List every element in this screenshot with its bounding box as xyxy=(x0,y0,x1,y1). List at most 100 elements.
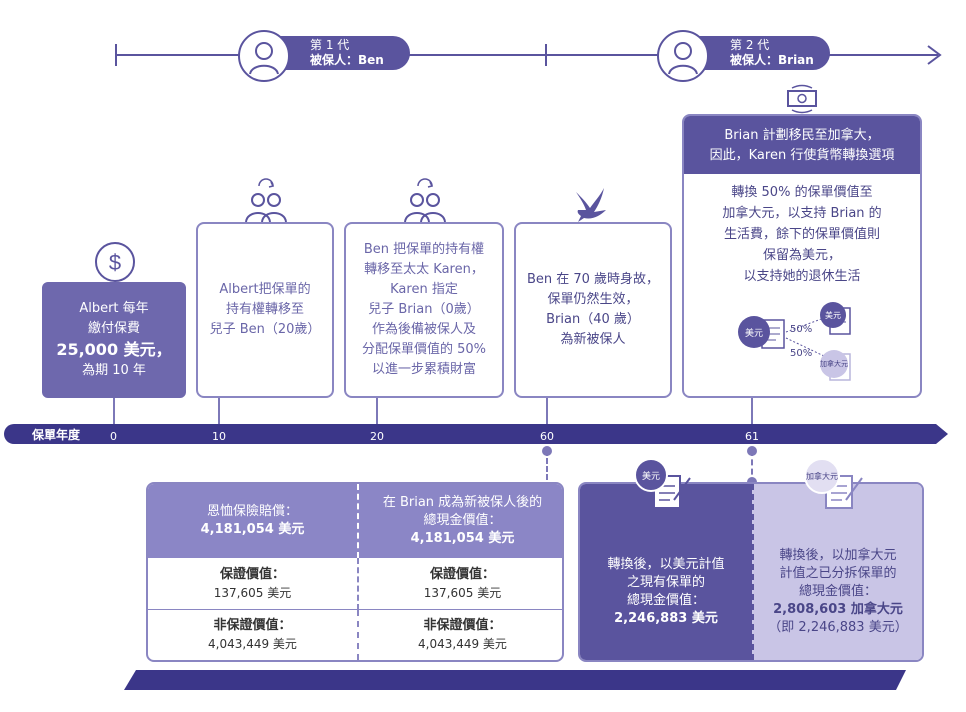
split-tag-usd-small: 美元 xyxy=(820,302,846,328)
cad-value-line1: 轉換後，以加拿大元 xyxy=(779,548,897,563)
svg-text:$: $ xyxy=(109,250,121,275)
transfer-people-icon xyxy=(404,178,446,223)
table-col2-guaranteed-label: 保證價值： xyxy=(429,566,495,582)
split-tag-cad: 加拿大元 xyxy=(820,350,848,378)
base-bar xyxy=(124,670,906,690)
table-col2-header: 在 Brian 成為新被保人後的 總現金價值： 4,181,054 美元 xyxy=(357,484,562,558)
table-col1-guaranteed: 保證價值： 137,605 美元 xyxy=(148,558,357,610)
generation-2-insured: 被保人：Brian xyxy=(730,53,814,67)
event-year-20-line1: Ben 把保單的持有權 xyxy=(363,242,485,257)
event-year-61-body-line1: 轉換 50% 的保單價值至 xyxy=(731,185,873,200)
dove-icon xyxy=(576,188,606,222)
table-col1-guaranteed-value: 137,605 美元 xyxy=(213,585,292,600)
value-table: 恩恤保險賠償： 4,181,054 美元 在 Brian 成為新被保人後的 總現… xyxy=(146,482,564,662)
split-percent-2: 50% xyxy=(790,348,813,359)
table-col1-header: 恩恤保險賠償： 4,181,054 美元 xyxy=(148,484,357,558)
event-year-60-box: Ben 在 70 歲時身故， 保單仍然生效， Brian（40 歲） 為新被保人 xyxy=(514,222,672,398)
event-year-10-line2: 持有權轉移至 xyxy=(225,302,304,317)
table-col1-header-line1: 恩恤保險賠償： xyxy=(206,504,298,519)
event-year-61-body: 轉換 50% 的保單價值至 加拿大元，以支持 Brian 的 生活費，餘下的保單… xyxy=(684,174,920,287)
event-year-61-header: Brian 計劃移民至加拿大， 因此，Karen 行使貨幣轉換選項 xyxy=(684,116,920,174)
event-year-20-line4: 兒子 Brian（0歲） xyxy=(368,302,480,317)
event-year-60-line3: Brian（40 歲） xyxy=(546,312,640,327)
transfer-people-icon xyxy=(245,178,287,223)
table-col1-non-guaranteed: 非保證價值： 4,043,449 美元 xyxy=(148,610,357,660)
table-col1-non-guaranteed-value: 4,043,449 美元 xyxy=(208,637,297,651)
event-year-61-box: Brian 計劃移民至加拿大， 因此，Karen 行使貨幣轉換選項 轉換 50%… xyxy=(682,114,922,398)
event-year-0-amount: 25,000 美元， xyxy=(56,340,172,359)
event-year-61-header-line2: 因此，Karen 行使貨幣轉換選項 xyxy=(709,148,895,163)
connector-dot xyxy=(542,446,552,456)
tick-60: 60 xyxy=(540,430,554,443)
split-percent-1: 50% xyxy=(790,324,813,335)
event-year-20-line5: 作為後備被保人及 xyxy=(371,322,476,337)
event-year-60-line2: 保單仍然生效， xyxy=(547,292,639,307)
stem-year-20 xyxy=(376,398,378,424)
cad-value-line2: 計值之已分拆保單的 xyxy=(779,566,897,581)
generation-1-insured: 被保人：Ben xyxy=(310,53,384,67)
post-conversion-panel: 轉換後，以美元計值 之現有保單的 總現金價值： 2,246,883 美元 轉換後… xyxy=(578,482,924,662)
person-icon xyxy=(657,30,709,82)
tick-20: 20 xyxy=(370,430,384,443)
timeline-label: 保單年度 xyxy=(32,428,81,442)
event-year-10-line3: 兒子 Ben（20歲） xyxy=(209,322,321,337)
split-tag-usd: 美元 xyxy=(738,316,770,348)
usd-value-line1: 轉換後，以美元計值 xyxy=(607,557,725,572)
table-col2-guaranteed: 保證價值： 137,605 美元 xyxy=(357,558,562,610)
event-year-61-body-line4: 保留為美元， xyxy=(762,248,841,263)
usd-value-cell: 轉換後，以美元計值 之現有保單的 總現金價值： 2,246,883 美元 xyxy=(580,484,752,660)
dollar-coin-icon: $ xyxy=(95,242,135,282)
cad-value-equivalent: （即 2,246,883 美元） xyxy=(768,620,908,635)
usd-value-line3: 總現金價值： xyxy=(626,593,705,608)
cad-value-line3: 總現金價值： xyxy=(798,584,877,599)
generation-1-label: 第 1 代 xyxy=(310,38,350,52)
tick-61: 61 xyxy=(745,430,759,443)
tick-10: 10 xyxy=(212,430,226,443)
event-year-61-body-line3: 生活費，餘下的保單價值則 xyxy=(723,227,880,242)
event-year-10-box: Albert把保單的 持有權轉移至 兒子 Ben（20歲） xyxy=(196,222,334,398)
event-year-0-line4: 為期 10 年 xyxy=(82,363,146,378)
table-col2-guaranteed-value: 137,605 美元 xyxy=(423,585,502,600)
event-year-0-line2: 繳付保費 xyxy=(87,321,140,336)
table-col1-non-guaranteed-label: 非保證價值： xyxy=(213,618,292,633)
usd-value-line2: 之現有保單的 xyxy=(626,575,705,590)
generation-2-label: 第 2 代 xyxy=(730,38,770,52)
event-year-20-box: Ben 把保單的持有權 轉移至太太 Karen， Karen 指定 兒子 Bri… xyxy=(344,222,504,398)
event-year-61-body-line2: 加拿大元，以支持 Brian 的 xyxy=(722,206,882,221)
person-icon xyxy=(238,30,290,82)
table-col2-non-guaranteed-label: 非保證價值： xyxy=(423,618,502,633)
event-year-61-header-line1: Brian 計劃移民至加拿大， xyxy=(724,128,880,143)
table-col2-header-line2: 總現金價值： xyxy=(423,513,502,528)
tick-0: 0 xyxy=(110,430,117,443)
stem-year-10 xyxy=(218,398,220,424)
table-col1-header-line2: 4,181,054 美元 xyxy=(200,522,305,537)
table-col2-non-guaranteed-value: 4,043,449 美元 xyxy=(418,637,507,651)
event-year-20-line7: 以進一步累積財富 xyxy=(371,362,476,377)
event-year-10-line1: Albert把保單的 xyxy=(219,282,311,297)
event-year-60-line1: Ben 在 70 歲時身故， xyxy=(526,272,660,287)
cad-value-cell: 轉換後，以加拿大元 計值之已分拆保單的 總現金價值： 2,808,603 加拿大… xyxy=(752,484,922,660)
table-col2-header-line3: 4,181,054 美元 xyxy=(410,531,515,546)
connector-dot xyxy=(747,446,757,456)
currency-exchange-icon xyxy=(787,84,817,114)
split-document-icon xyxy=(761,307,851,381)
cad-value-amount: 2,808,603 加拿大元 xyxy=(773,602,903,617)
timeline-bar xyxy=(4,424,948,444)
event-year-61-body-line5: 以支持她的退休生活 xyxy=(743,269,861,284)
table-col1-guaranteed-label: 保證價值： xyxy=(219,566,285,582)
connector-year-60 xyxy=(546,450,548,480)
connector-year-61 xyxy=(751,450,753,484)
event-year-0-line1: Albert 每年 xyxy=(79,301,149,316)
event-year-60-line4: 為新被保人 xyxy=(560,332,626,347)
stem-year-60 xyxy=(546,398,548,424)
event-year-20-line6: 分配保單價值的 50% xyxy=(361,342,487,357)
usd-value-amount: 2,246,883 美元 xyxy=(614,611,718,626)
table-col2-non-guaranteed: 非保證價值： 4,043,449 美元 xyxy=(357,610,562,660)
usd-tag: 美元 xyxy=(634,458,668,492)
stem-year-61 xyxy=(751,398,753,424)
cad-tag: 加拿大元 xyxy=(804,458,840,494)
table-col2-header-line1: 在 Brian 成為新被保人後的 xyxy=(382,495,543,510)
stem-year-0 xyxy=(113,398,115,424)
event-year-20-line3: Karen 指定 xyxy=(390,282,458,297)
event-year-0-box: Albert 每年 繳付保費 25,000 美元， 為期 10 年 xyxy=(42,282,186,398)
